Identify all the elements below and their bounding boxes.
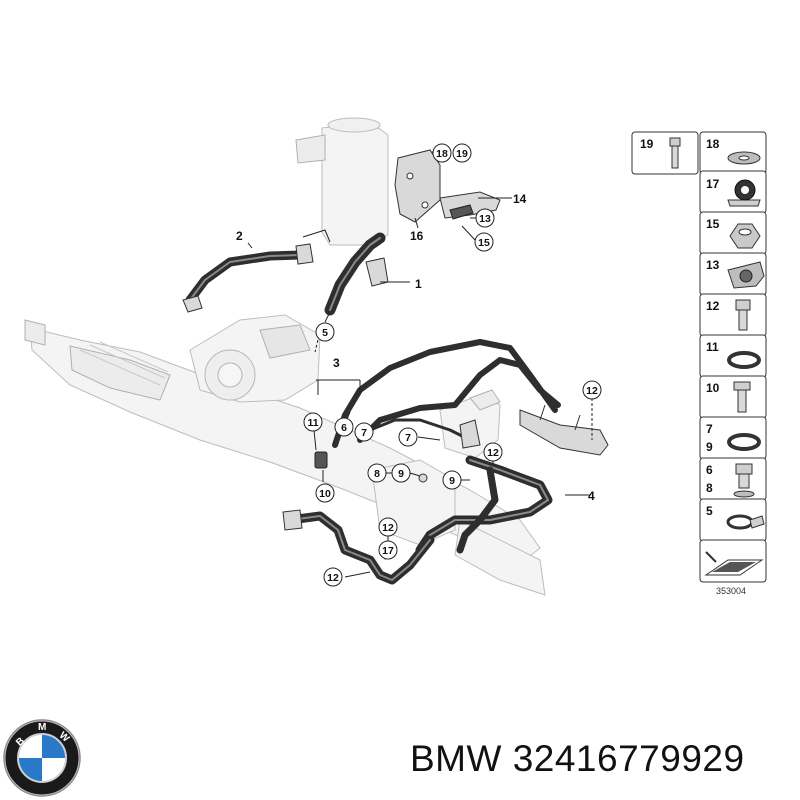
callout-7b: 7 — [398, 427, 418, 447]
callout-18: 18 — [432, 143, 452, 163]
legend-item-5: 5 — [699, 498, 767, 542]
callout-12d: 12 — [323, 567, 343, 587]
svg-text:11: 11 — [706, 340, 719, 354]
callout-19: 19 — [452, 143, 472, 163]
svg-text:18: 18 — [706, 137, 720, 151]
callout-11: 11 — [303, 412, 323, 432]
legend-item-13: 13 — [699, 252, 767, 296]
svg-text:13: 13 — [706, 258, 720, 272]
svg-text:7: 7 — [405, 432, 411, 444]
parts-legend: 19 18 17 15 13 — [631, 131, 767, 596]
svg-text:7: 7 — [706, 422, 713, 436]
svg-text:11: 11 — [307, 417, 318, 429]
callout-12b: 12 — [483, 442, 503, 462]
svg-text:9: 9 — [449, 475, 455, 487]
callout-2: 2 — [236, 229, 243, 243]
legend-item-19: 19 — [631, 131, 699, 175]
svg-text:10: 10 — [319, 488, 331, 500]
svg-text:15: 15 — [478, 237, 490, 249]
svg-text:17: 17 — [382, 545, 394, 557]
callout-12c: 12 — [378, 517, 398, 537]
legend-item-6-8: 6 8 — [699, 457, 767, 501]
svg-text:M: M — [38, 722, 46, 733]
svg-text:19: 19 — [456, 148, 468, 160]
svg-text:5: 5 — [322, 327, 328, 339]
callout-16: 16 — [410, 229, 424, 243]
legend-item-15: 15 — [699, 211, 767, 255]
plain-callouts: 2 1 3 4 14 16 — [236, 192, 595, 503]
svg-text:8: 8 — [374, 468, 380, 480]
bmw-logo: B M W — [3, 719, 81, 797]
svg-text:12: 12 — [706, 299, 720, 313]
legend-item-17: 17 — [699, 170, 767, 214]
callout-8: 8 — [367, 463, 387, 483]
power-steering-pump-ghost — [189, 314, 321, 403]
svg-text:10: 10 — [706, 381, 720, 395]
callout-15: 15 — [474, 232, 494, 252]
callout-3: 3 — [333, 356, 340, 370]
legend-item-7-9: 7 9 — [699, 416, 767, 460]
callout-5: 5 — [315, 322, 335, 342]
svg-text:12: 12 — [586, 385, 598, 397]
part-number-caption: BMW 32416779929 — [410, 738, 745, 779]
reservoir-ghost — [295, 117, 389, 246]
callout-7a: 7 — [354, 422, 374, 442]
svg-text:5: 5 — [706, 504, 713, 518]
callout-13: 13 — [475, 208, 495, 228]
legend-item-11: 11 — [699, 334, 767, 378]
circled-callouts: 18 19 13 15 5 11 10 6 7 7 8 9 9 12 12 12… — [303, 143, 602, 587]
svg-text:9: 9 — [706, 440, 713, 454]
svg-text:6: 6 — [341, 422, 347, 434]
callout-14: 14 — [513, 192, 527, 206]
callout-12a: 12 — [582, 380, 602, 400]
callout-1: 1 — [415, 277, 422, 291]
svg-text:18: 18 — [436, 148, 448, 160]
svg-text:15: 15 — [706, 217, 720, 231]
legend-item-10: 10 — [699, 375, 767, 419]
bracket-right — [519, 404, 609, 456]
svg-text:12: 12 — [382, 522, 394, 534]
svg-text:6: 6 — [706, 463, 713, 477]
legend-item-12: 12 — [699, 293, 767, 337]
diagram-number: 353004 — [716, 586, 746, 596]
hose-lines — [182, 232, 561, 585]
legend-arrow-box — [699, 539, 767, 583]
callout-4: 4 — [588, 489, 595, 503]
callout-9b: 9 — [442, 470, 462, 490]
svg-text:12: 12 — [327, 572, 339, 584]
svg-text:13: 13 — [479, 213, 491, 225]
svg-text:19: 19 — [640, 137, 654, 151]
svg-text:8: 8 — [706, 481, 713, 495]
callout-9a: 9 — [391, 463, 411, 483]
legend-item-18: 18 — [699, 131, 767, 175]
svg-text:17: 17 — [706, 177, 720, 191]
callout-10: 10 — [315, 483, 335, 503]
callout-6: 6 — [334, 417, 354, 437]
callout-17: 17 — [378, 540, 398, 560]
steering-rack-ghost — [24, 319, 546, 596]
svg-text:9: 9 — [398, 468, 404, 480]
svg-text:12: 12 — [487, 447, 499, 459]
leader-lines — [247, 151, 593, 578]
svg-text:7: 7 — [361, 427, 367, 439]
